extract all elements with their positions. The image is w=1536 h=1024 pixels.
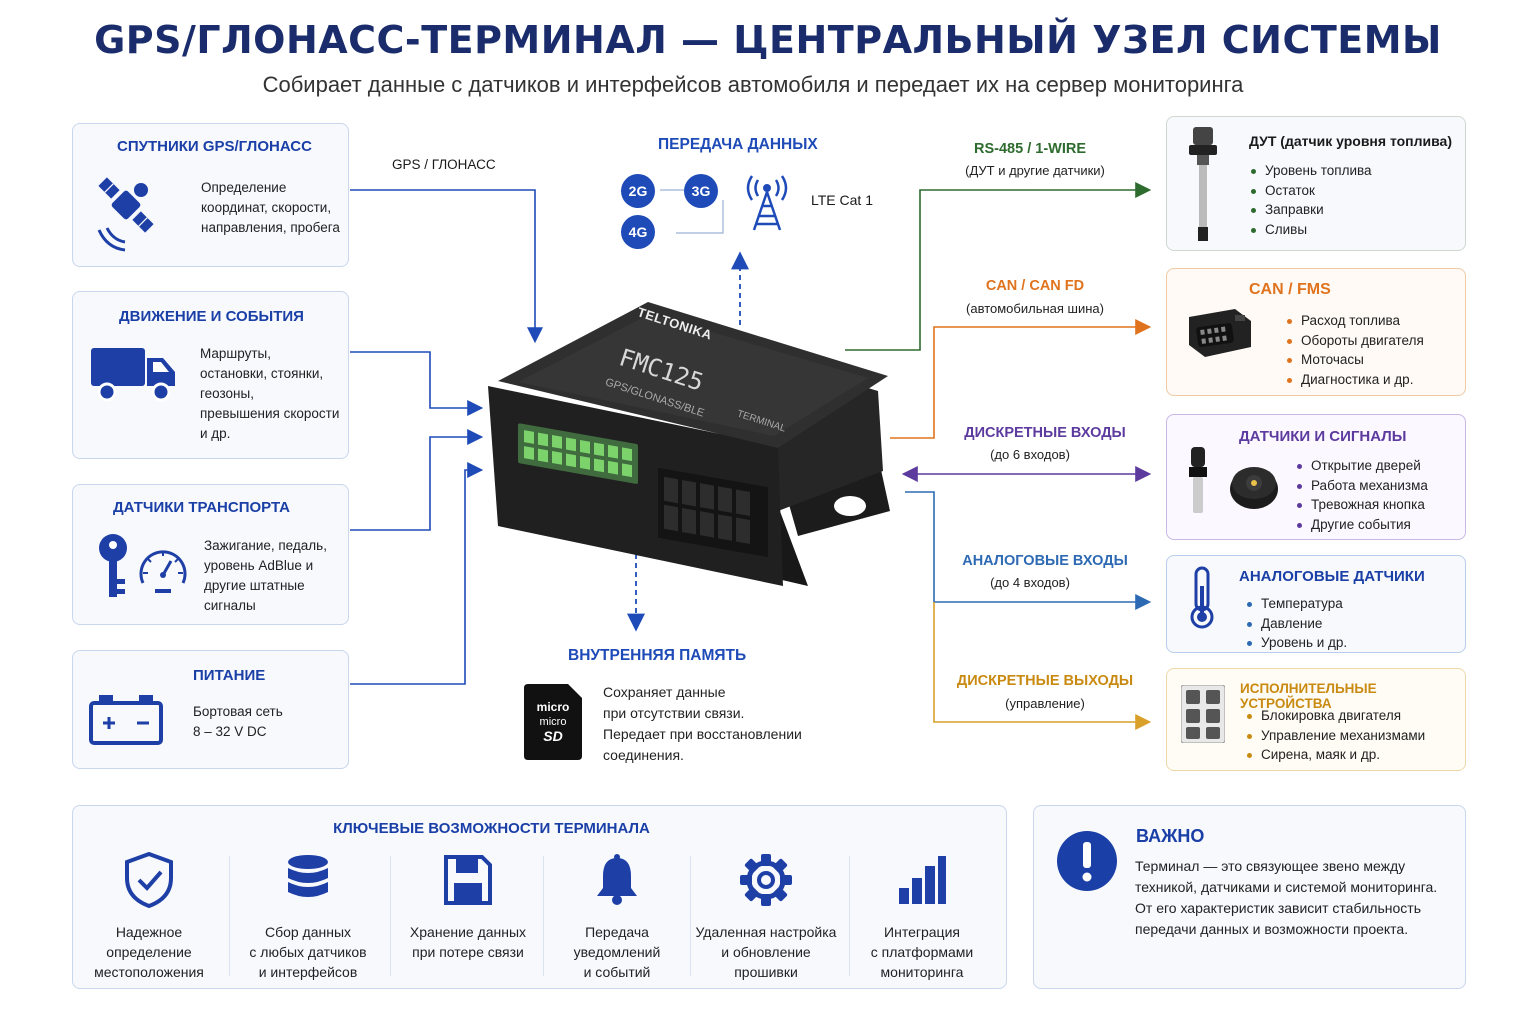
actuators-icon (1181, 685, 1225, 743)
gauge-icon (137, 543, 189, 599)
feature-item: Хранение данных при потере связи (392, 852, 544, 962)
page-title: GPS/ГЛОНАСС-ТЕРМИНАЛ — ЦЕНТРАЛЬНЫЙ УЗЕЛ … (94, 18, 1442, 62)
memory-text: Сохраняет данные при отсутствии связи. П… (603, 684, 802, 763)
floppy-disk-icon (444, 855, 492, 905)
conn-ain-title: АНАЛОГОВЫЕ ВХОДЫ (962, 553, 1128, 569)
divider (229, 856, 230, 976)
badge-connector (660, 189, 684, 191)
cell-tower-icon (740, 168, 794, 232)
important-title: ВАЖНО (1136, 826, 1205, 846)
feature-item: Надежное определение местоположения (73, 852, 225, 982)
bar-chart-icon (899, 856, 946, 904)
network-badge-3g: 3G (684, 174, 718, 208)
shield-check-icon (125, 852, 173, 908)
page-subtitle: Собирает данные с датчиков и интерфейсов… (262, 72, 1244, 97)
card-satellites: СПУТНИКИ GPS/ГЛОНАСС Определение координ… (72, 123, 349, 267)
card-text: Бортовая сеть 8 – 32 V DC (193, 704, 283, 739)
conn-rs485-sub: (ДУТ и другие датчики) (965, 163, 1105, 178)
conn-dout-sub: (управление) (1005, 696, 1085, 711)
card-analog-sensors: АНАЛОГОВЫЕ ДАТЧИКИ Температура Давление … (1166, 555, 1466, 653)
card-signals: ДАТЧИКИ И СИГНАЛЫ Открытие дверей Работа… (1166, 414, 1466, 540)
card-actuators: ИСПОЛНИТЕЛЬНЫЕ УСТРОЙСТВА Блокировка дви… (1166, 668, 1466, 771)
conn-rs485-title: RS-485 / 1-WIRE (974, 141, 1086, 157)
fuel-sensor-icon (1185, 127, 1221, 245)
card-text: Маршруты, остановки, стоянки, геозоны, п… (200, 346, 340, 441)
card-vehicle-sensors: ДАТЧИКИ ТРАНСПОРТА Зажигание, педаль, ур… (72, 484, 349, 625)
feature-item: Передача уведомлений и событий (541, 852, 693, 982)
alarm-button-icon (1229, 459, 1279, 511)
card-can-fms: CAN / FMS Расход топлива Обороты двигате… (1166, 268, 1466, 396)
important-text: Терминал — это связующее звено между тех… (1135, 858, 1438, 937)
battery-icon (89, 691, 163, 747)
conn-can-title: CAN / CAN FD (985, 278, 1085, 294)
card-text: Определение координат, скорости, направл… (201, 180, 340, 235)
truck-icon (91, 348, 177, 404)
thermometer-icon (1187, 566, 1217, 630)
card-title: ДАТЧИКИ И СИГНАЛЫ (1239, 428, 1407, 445)
card-title: ДВИЖЕНИЕ И СОБЫТИЯ (119, 308, 304, 325)
feature-item: Интеграция с платформами мониторинга (846, 852, 998, 982)
conn-can-sub: (автомобильная шина) (966, 301, 1104, 316)
database-icon (288, 855, 328, 897)
memory-title: ВНУТРЕННЯЯ ПАМЯТЬ (568, 647, 747, 664)
divider (690, 856, 691, 976)
divider (849, 856, 850, 976)
network-badge-2g: 2G (621, 174, 655, 208)
conn-din-title: ДИСКРЕТНЫЕ ВХОДЫ (964, 425, 1126, 441)
gear-icon (740, 854, 792, 906)
data-transfer-title: ПЕРЕДАЧА ДАННЫХ (658, 136, 818, 153)
card-title: CAN / FMS (1249, 281, 1331, 298)
card-items: Блокировка двигателя Управление механизм… (1243, 706, 1425, 765)
conn-dout-title: ДИСКРЕТНЫЕ ВЫХОДЫ (956, 673, 1134, 689)
door-sensor-icon (1183, 447, 1213, 517)
card-items: Температура Давление Уровень и др. (1243, 594, 1347, 653)
network-badge-4g: 4G (621, 215, 655, 249)
conn-din-sub: (до 6 входов) (990, 447, 1070, 462)
card-title: АНАЛОГОВЫЕ ДАТЧИКИ (1239, 568, 1425, 585)
gps-link-label: GPS / ГЛОНАСС (392, 157, 496, 172)
card-items: Открытие дверей Работа механизма Тревожн… (1293, 456, 1428, 534)
feature-item: Сбор данных с любых датчиков и интерфейс… (232, 852, 384, 982)
important-panel: ВАЖНО Терминал — это связующее звено меж… (1033, 805, 1466, 989)
divider (543, 856, 544, 976)
exclamation-icon (1056, 830, 1118, 892)
terminal-device: TELTONIKA FMC125 GPS/GLONASS/BLE TERMINA… (478, 296, 908, 596)
card-title: ИСПОЛНИТЕЛЬНЫЕ УСТРОЙСТВА (1240, 681, 1377, 711)
features-panel: КЛЮЧЕВЫЕ ВОЗМОЖНОСТИ ТЕРМИНАЛА (72, 805, 1007, 989)
card-title: СПУТНИКИ GPS/ГЛОНАСС (117, 138, 312, 155)
satellite-icon (91, 166, 171, 252)
microsd-icon: micro micro SD (524, 684, 582, 760)
obd-connector-icon (1183, 307, 1255, 363)
key-icon (93, 533, 133, 603)
card-power: ПИТАНИЕ Бортовая сеть 8 – 32 V DC (72, 650, 349, 769)
card-title: ДАТЧИКИ ТРАНСПОРТА (113, 499, 291, 516)
lte-label: LTE Cat 1 (811, 192, 873, 208)
card-items: Расход топлива Обороты двигателя Моточас… (1283, 311, 1424, 389)
card-text: Зажигание, педаль, уровень AdBlue и друг… (204, 538, 327, 613)
conn-ain-sub: (до 4 входов) (990, 575, 1070, 590)
divider (390, 856, 391, 976)
bell-icon (597, 854, 637, 905)
card-title: ПИТАНИЕ (193, 667, 266, 684)
feature-item: Удаленная настройка и обновление прошивк… (690, 852, 842, 982)
card-title: ДУТ (датчик уровня топлива) (1249, 133, 1452, 149)
card-items: Уровень топлива Остаток Заправки Сливы (1247, 161, 1372, 239)
card-movement: ДВИЖЕНИЕ И СОБЫТИЯ Маршруты, остановки, … (72, 291, 349, 459)
features-title: КЛЮЧЕВЫЕ ВОЗМОЖНОСТИ ТЕРМИНАЛА (333, 820, 650, 837)
card-fuel-sensor: ДУТ (датчик уровня топлива) Уровень топл… (1166, 116, 1466, 251)
